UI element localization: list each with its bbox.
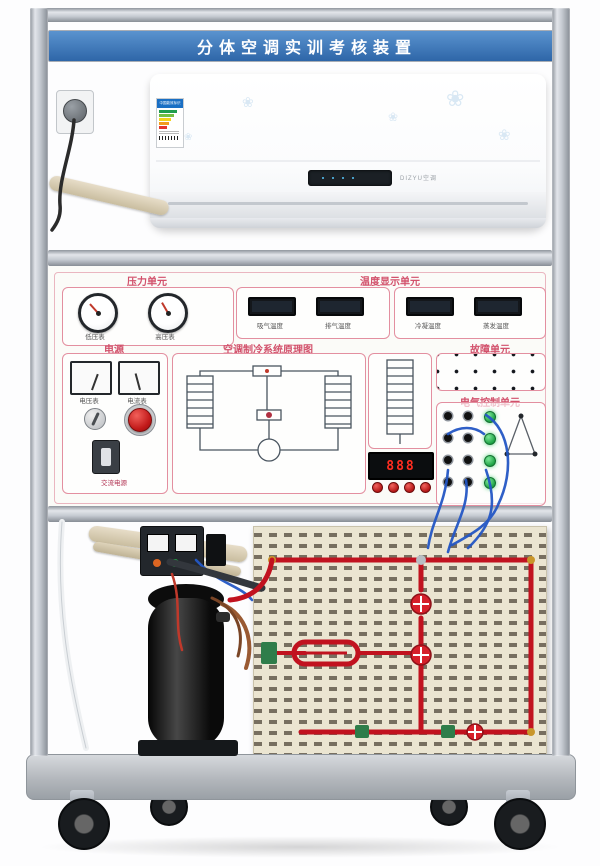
meter-button-2[interactable] (388, 482, 399, 493)
schematic-box (172, 353, 366, 494)
caster-wheel-front-left (58, 798, 110, 850)
fault-unit-title: 故障单元 (470, 345, 510, 356)
status-led (484, 411, 496, 423)
fault-unit-jackfield[interactable] (436, 353, 546, 391)
flower-decal: ❀ (242, 94, 254, 110)
schematic-title: 空调制冷系统原理图 (223, 345, 313, 356)
frame-mid-rail-1 (48, 250, 552, 266)
refrigerant-pipe-circuit (261, 555, 535, 741)
low-pressure-gauge (78, 293, 118, 333)
flower-decal: ❀ (184, 132, 193, 143)
ac-louver (150, 192, 546, 218)
status-led (484, 455, 496, 467)
temperature-display-4-label: 蒸发温度 (483, 323, 509, 330)
ac-display-dots (318, 176, 358, 180)
control-terminal[interactable] (444, 412, 452, 420)
service-valve-3 (466, 723, 484, 741)
evaporator-coil-box (368, 353, 432, 449)
ac-indoor-unit: ❀ ❀ ❀ ❀ ❀ DIZYU空调 (150, 74, 546, 228)
evaporator-coil-diagram (386, 359, 414, 444)
base-platform (26, 754, 576, 800)
temperature-display-3 (406, 297, 454, 316)
frame-left-post (30, 8, 48, 756)
frame-right-post (552, 8, 570, 756)
control-terminal[interactable] (464, 412, 472, 420)
ac-brand-text: DIZYU空调 (400, 176, 438, 182)
voltmeter (70, 361, 112, 395)
high-pressure-gauge (148, 293, 188, 333)
service-valve-1 (410, 593, 432, 615)
energy-label: 中国能效标识 (156, 98, 184, 148)
mini-button-red[interactable] (153, 559, 161, 567)
wiring-triangle-diagram (504, 413, 538, 457)
ammeter (118, 361, 160, 395)
status-led (484, 433, 496, 445)
caster-wheel-front-right (494, 798, 546, 850)
mini-meter-left (147, 534, 169, 552)
meter-button-3[interactable] (404, 482, 415, 493)
rotary-switch[interactable] (84, 408, 106, 430)
ac-bottom-edge (150, 218, 546, 228)
temperature-display-4 (474, 297, 522, 316)
mini-meter-right (175, 534, 197, 552)
device-title-bar: 分体空调实训考核装置 (48, 30, 560, 62)
service-valve-2 (410, 644, 432, 666)
compressor-base-plate (138, 740, 238, 756)
compressor-fitting (216, 612, 230, 622)
pressure-unit-title: 压力单元 (127, 277, 167, 288)
temperature-display-2-label: 排气温度 (325, 323, 351, 330)
control-terminal[interactable] (464, 478, 472, 486)
control-terminal[interactable] (444, 456, 452, 464)
power-plug[interactable] (63, 99, 87, 123)
flower-decal: ❀ (388, 110, 399, 124)
panel-inner-frame (54, 272, 546, 504)
control-terminal[interactable] (444, 478, 452, 486)
compressor (146, 584, 230, 754)
refrigeration-schematic-diagram (186, 365, 352, 462)
frame-top-rail (30, 8, 570, 22)
energy-bars (157, 108, 183, 140)
mini-button-green[interactable] (171, 559, 179, 567)
high-pressure-gauge-label: 高压表 (155, 334, 175, 341)
meter-button-1[interactable] (372, 482, 383, 493)
temperature-display-3-label: 冷凝温度 (415, 323, 441, 330)
lower-control-box (140, 526, 204, 576)
flower-decal: ❀ (498, 127, 511, 144)
temperature-display-1-label: 吸气温度 (257, 323, 283, 330)
digital-meter: 888 (368, 452, 434, 480)
emergency-stop-button[interactable] (128, 408, 152, 432)
control-terminal[interactable] (444, 434, 452, 442)
low-pressure-gauge-label: 低压表 (85, 334, 105, 341)
flower-decal: ❀ (446, 86, 465, 111)
temperature-display-2 (316, 297, 364, 316)
meter-button-4[interactable] (420, 482, 431, 493)
perforated-panel (253, 526, 547, 758)
power-unit-title: 电源 (104, 345, 124, 356)
ac-seam (156, 160, 540, 162)
device-title: 分体空调实训考核装置 (196, 40, 417, 57)
ac-louver-slot (168, 202, 528, 205)
temperature-display-1 (248, 297, 296, 316)
temperature-unit-title: 温度显示单元 (360, 277, 420, 288)
ac-power-breaker-label: 交流电源 (101, 480, 127, 487)
floor-shadow (36, 836, 564, 858)
ac-power-breaker[interactable] (92, 440, 120, 474)
status-led (484, 477, 496, 489)
energy-label-header: 中国能效标识 (157, 99, 183, 108)
frame-mid-rail-2 (48, 506, 552, 522)
ammeter-label: 电流表 (127, 398, 147, 405)
control-terminal[interactable] (464, 456, 472, 464)
lower-relay-box (206, 534, 226, 566)
digital-meter-value: 888 (386, 458, 416, 474)
voltmeter-label: 电压表 (79, 398, 99, 405)
control-terminal[interactable] (464, 434, 472, 442)
